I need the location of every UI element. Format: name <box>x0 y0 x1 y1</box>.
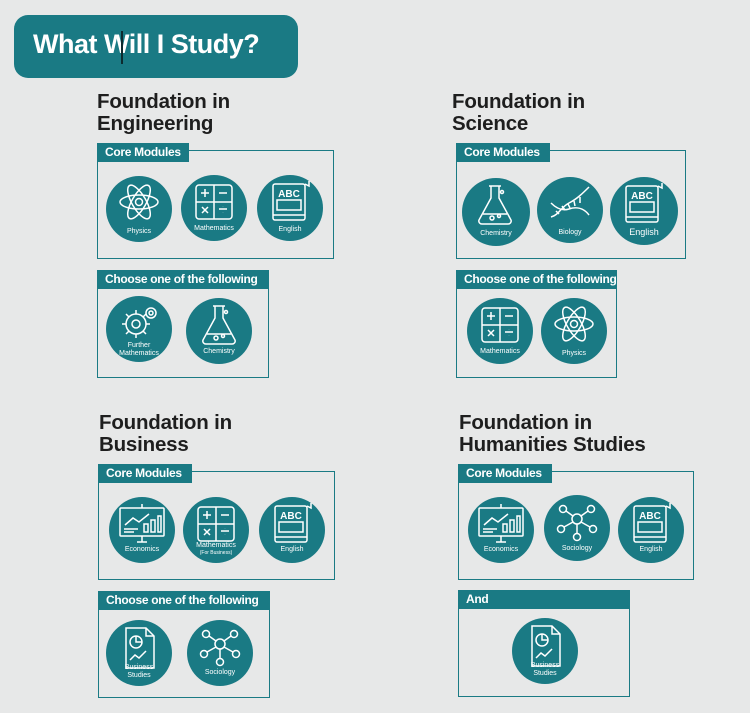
humanities-heading-line2: Humanities Studies <box>459 433 646 456</box>
business-core-english: English <box>259 497 325 563</box>
engineering-core-box <box>97 150 334 259</box>
page-title: What Will I Study? <box>33 29 260 59</box>
science-choose-mathematics: Mathematics <box>467 298 533 364</box>
science-heading-line2: Science <box>452 112 529 135</box>
module-label: Mathematics <box>194 225 234 232</box>
business-choose-sociology: Sociology <box>187 620 253 686</box>
science-core-label: Core Modules <box>456 143 550 162</box>
humanities-and-business-studies: Business Studies <box>512 618 578 684</box>
module-label: Physics <box>561 350 587 357</box>
science-core-box <box>456 150 686 259</box>
humanities-and-label: And <box>458 590 630 609</box>
humanities-core-label: Core Modules <box>458 464 552 483</box>
humanities-core-sociology: Sociology <box>544 495 610 561</box>
engineering-choose-further-mathematics: Further Mathematics <box>106 296 172 362</box>
humanities-heading-line1: Foundation in <box>459 411 592 434</box>
module-label: Economics <box>483 546 519 553</box>
module-label: Mathematics (For Business) <box>196 542 236 556</box>
engineering-heading: Foundation in Engineering <box>97 91 230 135</box>
business-choose-business-studies: Business Studies <box>106 620 172 686</box>
module-label: Sociology <box>204 669 236 676</box>
business-core-mathematics: Mathematics (For Business) <box>183 497 249 563</box>
humanities-core-box <box>458 471 694 580</box>
science-heading: Foundation in Science <box>452 91 585 135</box>
module-label: Business Studies <box>124 664 154 679</box>
engineering-core-label: Core Modules <box>97 143 189 162</box>
science-core-chemistry: Chemistry <box>462 178 530 246</box>
humanities-core-economics: Economics <box>468 497 534 563</box>
page-title-banner: What Will I Study? <box>14 15 298 78</box>
humanities-heading: Foundation in Humanities Studies <box>459 412 646 456</box>
text-cursor <box>121 31 123 64</box>
module-label: English <box>278 226 302 233</box>
engineering-choose-label: Choose one of the following <box>97 270 269 289</box>
science-core-english: English <box>610 177 678 245</box>
business-core-label: Core Modules <box>98 464 192 483</box>
module-label: Business Studies <box>530 662 560 677</box>
business-core-box <box>98 471 335 580</box>
engineering-choose-chemistry: Chemistry <box>186 298 252 364</box>
business-choose-label: Choose one of the following <box>98 591 270 610</box>
engineering-core-english: English <box>257 175 323 241</box>
business-core-economics: Economics <box>109 497 175 563</box>
science-heading-line1: Foundation in <box>452 90 585 113</box>
module-label: Further Mathematics <box>119 342 159 357</box>
module-label: Physics <box>126 228 152 235</box>
engineering-core-physics: Physics <box>106 176 172 242</box>
module-label: Mathematics <box>480 348 520 355</box>
module-label: Biology <box>558 229 582 236</box>
module-label: English <box>280 546 304 553</box>
module-label: Chemistry <box>203 348 235 355</box>
engineering-heading-line1: Foundation in <box>97 90 230 113</box>
science-choose-label: Choose one of the following <box>456 270 617 289</box>
engineering-core-mathematics: Mathematics <box>181 175 247 241</box>
science-choose-physics: Physics <box>541 298 607 364</box>
module-label: Chemistry <box>480 230 512 237</box>
module-label: Sociology <box>561 545 593 552</box>
science-core-biology: Biology <box>537 177 603 243</box>
module-label: English <box>639 546 663 553</box>
business-heading: Foundation in Business <box>99 412 232 456</box>
module-label: English <box>629 227 659 237</box>
engineering-heading-line2: Engineering <box>97 112 214 135</box>
module-label: Economics <box>124 546 160 553</box>
business-heading-line1: Foundation in <box>99 411 232 434</box>
business-heading-line2: Business <box>99 433 189 456</box>
humanities-core-english: English <box>618 497 684 563</box>
